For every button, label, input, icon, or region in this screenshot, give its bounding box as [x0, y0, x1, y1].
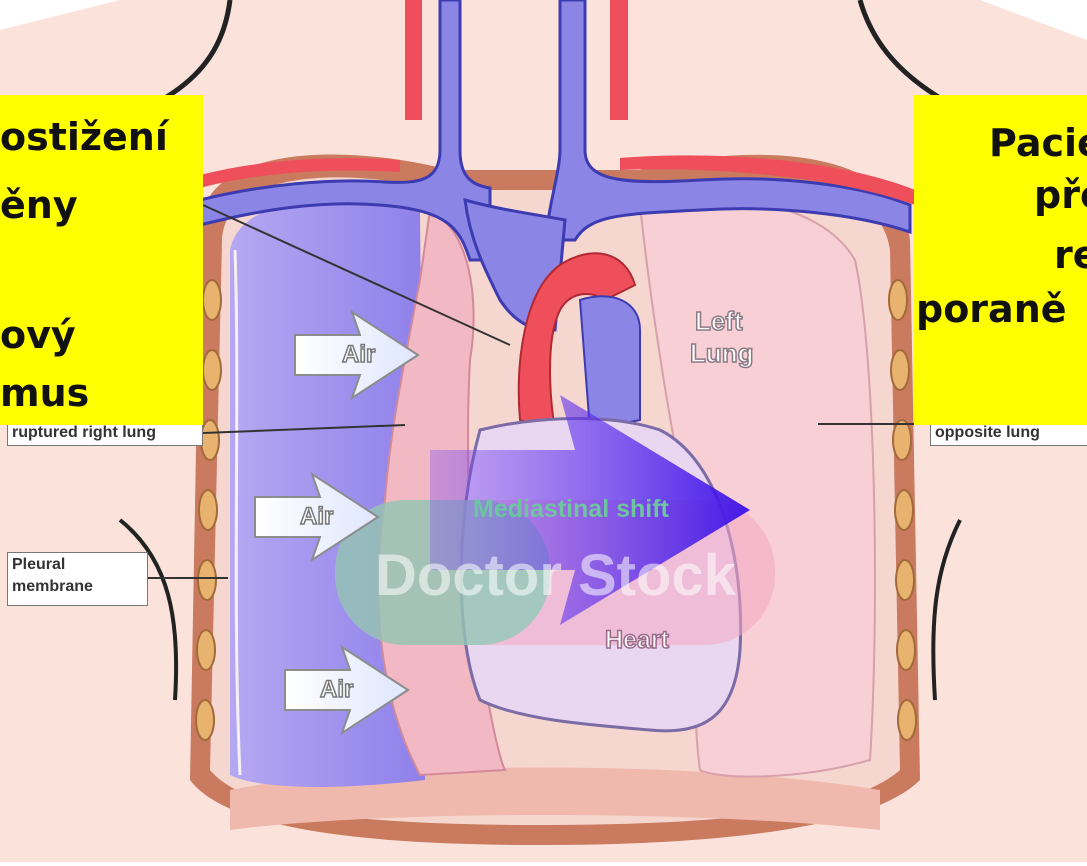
- left-box-line-2: ěny: [0, 183, 78, 227]
- ruptured-lung-callout: ruptured right lung: [7, 422, 203, 446]
- left-highlight-box: ostižení ěny ový mus: [0, 95, 203, 425]
- opposite-lung-callout: opposite lung: [930, 422, 1087, 446]
- left-box-line-5: mus: [0, 371, 89, 415]
- heart-label: Heart: [605, 626, 670, 654]
- air-label-1: Air: [342, 341, 375, 368]
- right-box-line-1: Pacie: [989, 121, 1087, 165]
- carotid-artery-2: [610, 0, 628, 120]
- right-box-line-4: poraně: [916, 287, 1067, 331]
- mediastinal-shift-label: Mediastinal shift: [473, 495, 670, 523]
- left-box-line-4: ový: [0, 313, 76, 357]
- right-highlight-box: Pacie pře re poraně: [914, 95, 1087, 425]
- left-box-line-1: ostižení: [0, 115, 168, 159]
- pleural-text-1: Pleural: [12, 554, 143, 576]
- right-box-line-2: pře: [1034, 173, 1087, 217]
- left-lung-label-1: Left: [695, 306, 743, 336]
- pleural-text-2: membrane: [12, 576, 143, 598]
- watermark-text: Doctor Stock: [375, 543, 737, 608]
- left-lung-label-2: Lung: [690, 338, 754, 368]
- air-label-3: Air: [320, 676, 353, 703]
- carotid-artery: [405, 0, 422, 120]
- ruptured-lung-text: ruptured right lung: [12, 424, 156, 441]
- pulmonary-trunk: [580, 296, 640, 430]
- pleural-membrane-callout: Pleural membrane: [7, 552, 148, 606]
- air-label-2: Air: [300, 503, 333, 530]
- opposite-lung-text: opposite lung: [935, 424, 1040, 441]
- right-box-line-3: re: [1054, 233, 1087, 277]
